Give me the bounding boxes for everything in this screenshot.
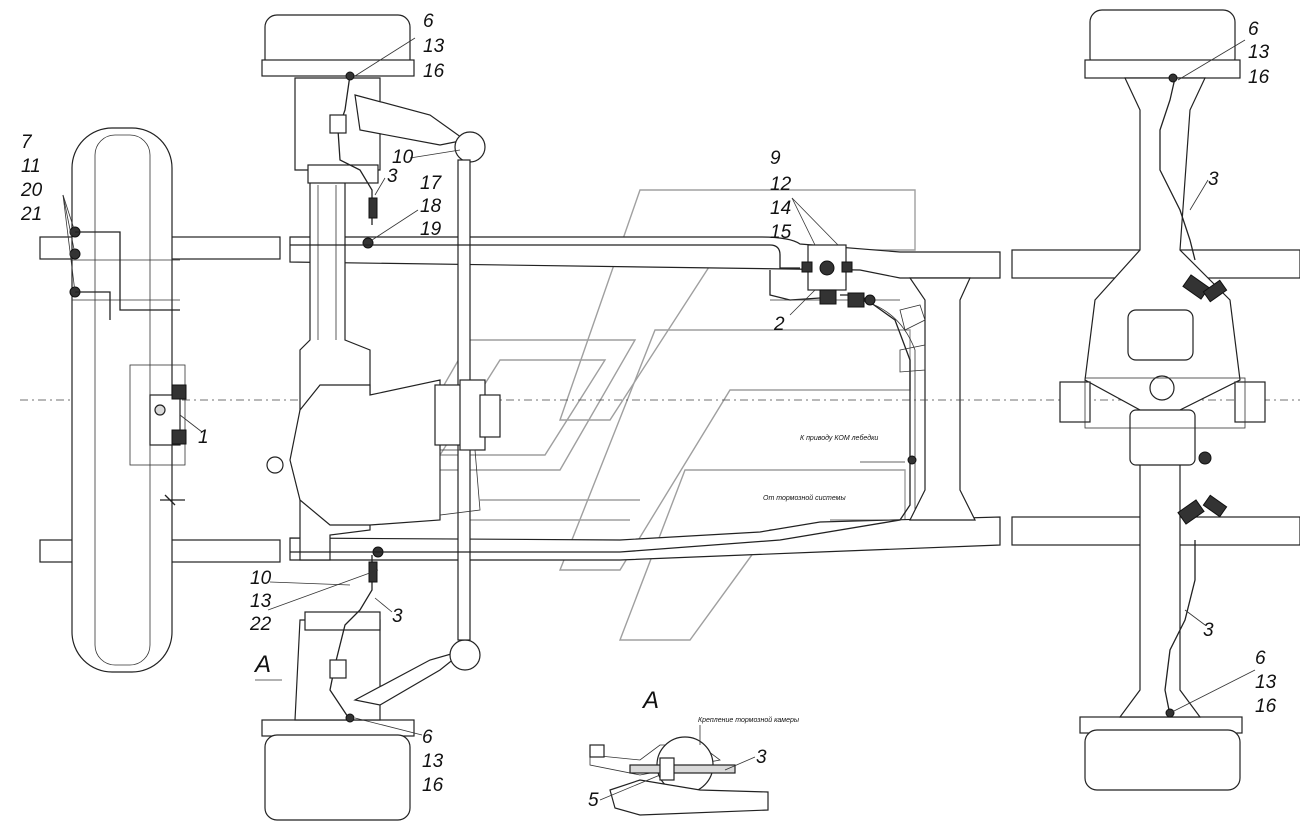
callout-16: 16 — [1255, 696, 1277, 717]
callout-12: 12 — [770, 174, 792, 195]
callouts-front-axle-bottom: 6 13 16 — [422, 727, 444, 796]
callout-13: 13 — [1248, 42, 1270, 63]
left-wheel — [71, 127, 186, 673]
callout-3: 3 — [756, 747, 767, 768]
callouts-front-axle-lower: 10 13 22 3 — [249, 568, 403, 635]
transfer-case — [266, 379, 501, 526]
callout-15: 15 — [770, 222, 792, 243]
callout-20: 20 — [20, 180, 43, 201]
callout-6: 6 — [422, 727, 433, 748]
callouts-front-axle-mid: 10 3 17 18 19 — [387, 147, 443, 240]
leader-lines — [62, 37, 1256, 801]
callout-5: 5 — [588, 790, 599, 811]
callout-7: 7 — [21, 132, 33, 153]
callouts-detail-a: 3 5 — [588, 747, 767, 811]
callout-10: 10 — [250, 568, 272, 589]
front-axle-top-wheel — [261, 14, 415, 77]
callouts-left-wheel: 7 11 20 21 — [20, 132, 43, 225]
callouts-rear-axle-bottom: 3 6 13 16 — [1203, 620, 1277, 717]
callout-22: 22 — [249, 614, 272, 635]
detail-view-a — [589, 725, 769, 816]
callout-10: 10 — [392, 147, 414, 168]
callout-14: 14 — [770, 198, 791, 219]
callout-19: 19 — [420, 219, 442, 240]
left-wheel-fittings — [69, 226, 180, 320]
rear-axle-housing — [1059, 77, 1266, 718]
callout-2: 2 — [773, 314, 785, 335]
frame-cross-member — [908, 277, 976, 521]
callout-17: 17 — [420, 173, 443, 194]
callout-3: 3 — [1208, 169, 1219, 190]
section-mark-a: A — [253, 651, 271, 678]
front-axle-bottom-wheel — [261, 719, 415, 821]
frame-top-rail — [39, 236, 1300, 279]
rear-axle-bottom-wheel — [1079, 716, 1243, 791]
callout-16: 16 — [1248, 67, 1270, 88]
callout-16: 16 — [422, 775, 444, 796]
note-to-winch-drive: К приводу КОМ лебедки — [800, 434, 878, 442]
rear-axle-top-wheel — [1084, 9, 1241, 79]
callout-16: 16 — [423, 61, 445, 82]
callout-3: 3 — [387, 166, 398, 187]
callout-6: 6 — [1255, 648, 1266, 669]
callout-9: 9 — [770, 148, 781, 169]
callout-3: 3 — [1203, 620, 1214, 641]
callout-18: 18 — [420, 196, 442, 217]
callouts-rear-axle-top: 6 13 16 3 — [1208, 19, 1270, 190]
note-brake-chamber-mount: Крепление тормозной камеры — [698, 716, 800, 724]
note-from-brake-system: От тормозной системы — [763, 494, 846, 502]
cross-member-fittings — [830, 304, 926, 521]
callouts-front-axle-top: 6 13 16 — [423, 11, 445, 82]
callout-13: 13 — [422, 751, 444, 772]
valve-group-2 — [801, 244, 876, 308]
callout-21: 21 — [20, 204, 42, 225]
callout-13: 13 — [250, 591, 272, 612]
callout-11: 11 — [21, 156, 41, 177]
callout-13: 13 — [1255, 672, 1277, 693]
callout-1: 1 — [198, 427, 209, 448]
callouts-valve-group: 9 12 14 15 2 — [770, 148, 792, 335]
callout-6: 6 — [1248, 19, 1259, 40]
rear-axle-brake-hoses — [1159, 73, 1228, 718]
detail-title-a: A — [641, 687, 659, 714]
callout-6: 6 — [423, 11, 434, 32]
callout-3: 3 — [392, 606, 403, 627]
frame-bottom-rail — [39, 516, 1300, 563]
valve-block-1 — [149, 384, 187, 506]
callout-13: 13 — [423, 36, 445, 57]
